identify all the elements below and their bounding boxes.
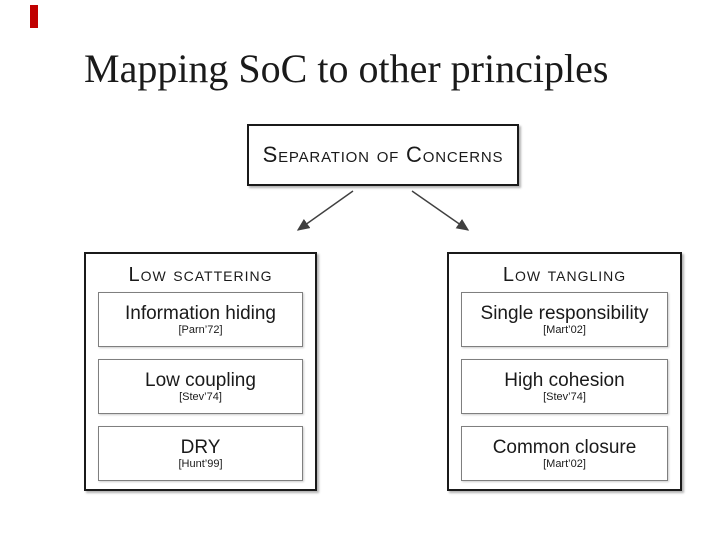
principle-reference: [Parn’72] (178, 323, 223, 336)
principle-dry: DRY [Hunt’99] (98, 426, 303, 481)
separation-of-concerns-label: Separation of Concerns (262, 142, 504, 167)
slide-title: Mapping SoC to other principles (84, 46, 609, 91)
principle-label: Single responsibility (480, 302, 649, 324)
principle-label: Low coupling (145, 369, 256, 391)
arrow-to-low-scattering (296, 190, 354, 231)
group-low-scattering: Low scattering Information hiding [Parn’… (84, 252, 317, 491)
principle-single-responsibility: Single responsibility [Mart’02] (461, 292, 668, 347)
principle-information-hiding: Information hiding [Parn’72] (98, 292, 303, 347)
group-low-tangling: Low tangling Single responsibility [Mart… (447, 252, 682, 491)
principle-reference: [Mart’02] (543, 323, 586, 336)
group-low-scattering-title: Low scattering (128, 264, 273, 286)
principle-high-cohesion: High cohesion [Stev’74] (461, 359, 668, 414)
principle-reference: [Mart’02] (543, 457, 586, 470)
principle-reference: [Stev’74] (179, 390, 222, 403)
group-low-tangling-items: Single responsibility [Mart’02] High coh… (461, 292, 668, 481)
principle-common-closure: Common closure [Mart’02] (461, 426, 668, 481)
group-low-scattering-items: Information hiding [Parn’72] Low couplin… (98, 292, 303, 481)
separation-of-concerns-box: Separation of Concerns (247, 124, 519, 186)
principle-label: DRY (180, 436, 221, 458)
principle-label: Common closure (492, 436, 637, 458)
principle-reference: [Hunt’99] (178, 457, 223, 470)
principle-label: Information hiding (124, 302, 277, 324)
principle-reference: [Stev’74] (543, 390, 586, 403)
red-accent-bar (30, 5, 38, 28)
principle-low-coupling: Low coupling [Stev’74] (98, 359, 303, 414)
principle-label: High cohesion (504, 369, 625, 391)
arrow-to-low-tangling (411, 190, 470, 231)
group-low-tangling-title: Low tangling (502, 264, 627, 286)
